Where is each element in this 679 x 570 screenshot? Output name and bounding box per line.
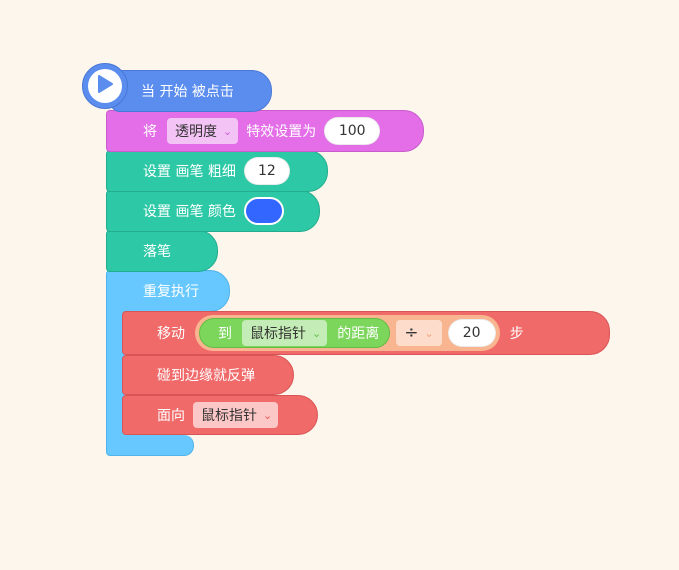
- pen-down-block[interactable]: 落笔: [106, 230, 218, 272]
- looks-suffix-label: 特效设置为: [246, 124, 317, 140]
- pen-color-label: 设置 画笔 颜色: [143, 204, 236, 220]
- divide-operator-reporter[interactable]: 到 鼠标指针 ⌄ 的距离 ÷ ⌄ 20: [195, 315, 500, 351]
- set-effect-block[interactable]: 将 透明度 ⌄ 特效设置为 100: [106, 110, 424, 152]
- pen-size-input[interactable]: 12: [243, 157, 290, 185]
- chevron-down-icon: ⌄: [312, 326, 322, 340]
- move-unit-label: 步: [509, 326, 524, 342]
- looks-prefix-label: 将: [143, 124, 157, 140]
- face-target-value: 鼠标指针: [201, 408, 257, 424]
- repeat-forever-top[interactable]: 重复执行: [106, 270, 230, 312]
- set-pen-size-block[interactable]: 设置 画笔 粗细 12: [106, 150, 328, 192]
- distance-to-reporter[interactable]: 到 鼠标指针 ⌄ 的距离: [199, 318, 391, 348]
- hat-label: 当 开始 被点击: [141, 84, 234, 100]
- chevron-down-icon: ⌄: [424, 326, 434, 340]
- pen-down-label: 落笔: [143, 244, 171, 260]
- effect-value: 透明度: [175, 124, 217, 140]
- play-icon: [96, 74, 114, 98]
- chevron-down-icon: ⌄: [223, 124, 233, 138]
- set-pen-color-block[interactable]: 设置 画笔 颜色: [106, 190, 320, 232]
- bounce-label: 碰到边缘就反弹: [157, 368, 255, 384]
- pen-size-label: 设置 画笔 粗细: [143, 164, 236, 180]
- divisor-input[interactable]: 20: [447, 319, 496, 347]
- start-button[interactable]: [82, 63, 128, 109]
- distance-suffix-label: 的距离: [337, 326, 380, 342]
- operator-value: ÷: [404, 323, 419, 343]
- point-towards-block[interactable]: 面向 鼠标指针 ⌄: [122, 395, 318, 435]
- distance-target-dropdown[interactable]: 鼠标指针 ⌄: [242, 320, 328, 346]
- move-block[interactable]: 移动 到 鼠标指针 ⌄ 的距离 ÷ ⌄ 20 步: [122, 311, 610, 355]
- distance-to-label: 到: [218, 326, 232, 342]
- repeat-label: 重复执行: [143, 284, 199, 300]
- distance-target-value: 鼠标指针: [250, 326, 306, 342]
- face-label: 面向: [157, 408, 185, 424]
- when-start-clicked-block[interactable]: 当 开始 被点击: [110, 70, 272, 112]
- effect-dropdown[interactable]: 透明度 ⌄: [167, 118, 239, 144]
- operator-dropdown[interactable]: ÷ ⌄: [396, 320, 442, 346]
- face-target-dropdown[interactable]: 鼠标指针 ⌄: [193, 402, 279, 428]
- chevron-down-icon: ⌄: [263, 408, 273, 422]
- move-label: 移动: [157, 326, 185, 342]
- effect-value-input[interactable]: 100: [324, 117, 381, 145]
- bounce-on-edge-block[interactable]: 碰到边缘就反弹: [122, 355, 294, 395]
- pen-color-swatch[interactable]: [243, 197, 284, 225]
- repeat-forever-bottom: [106, 435, 194, 456]
